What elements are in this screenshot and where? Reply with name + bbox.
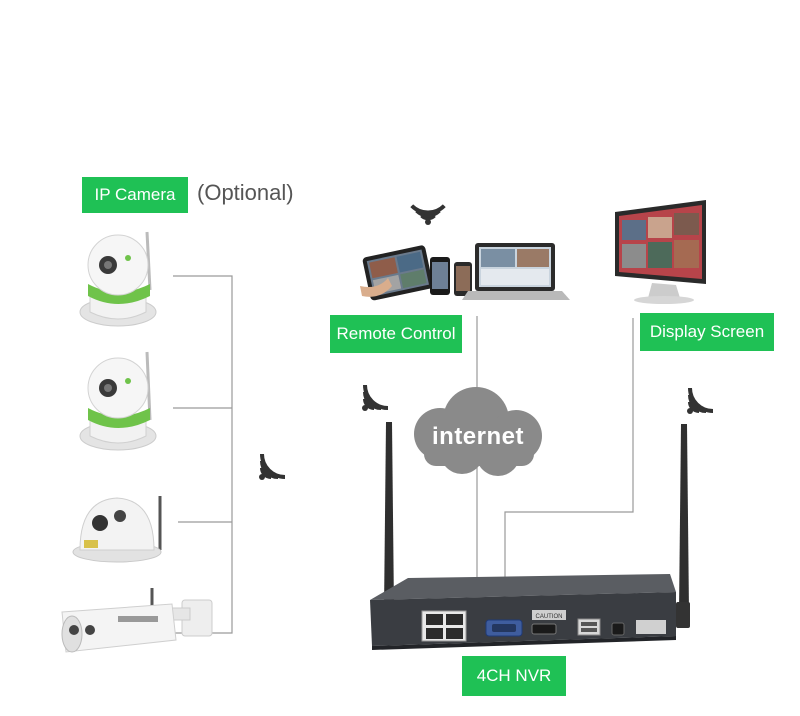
serial-sticker xyxy=(636,620,666,634)
caution-sticker xyxy=(532,610,566,620)
remote-control-label: Remote Control xyxy=(330,315,462,353)
line-camera-bus xyxy=(158,275,233,634)
nvr-label: 4CH NVR xyxy=(462,656,566,696)
bullet-camera xyxy=(61,588,213,653)
optional-note: (Optional) xyxy=(197,180,294,205)
ip-camera-label: IP Camera xyxy=(82,177,188,213)
antenna-icon xyxy=(676,424,690,628)
dome-camera xyxy=(72,496,162,563)
vga-port xyxy=(485,619,523,637)
pan-tilt-camera-2 xyxy=(79,351,157,451)
usb-ports xyxy=(577,618,601,636)
wifi-icon xyxy=(362,384,389,411)
internet-label: internet xyxy=(431,423,524,450)
hdmi-port xyxy=(531,623,557,635)
remote-devices xyxy=(360,243,570,301)
pan-tilt-camera-1 xyxy=(79,231,157,327)
power-jack xyxy=(611,622,625,636)
lan-ports xyxy=(421,610,467,642)
nvr-device: CAUTION xyxy=(370,422,690,650)
wifi-icon xyxy=(259,453,286,480)
cloud-icon xyxy=(414,387,542,476)
wifi-icon xyxy=(410,204,446,225)
display-screen-label: Display Screen xyxy=(640,313,774,351)
caution-text: CAUTION xyxy=(536,614,563,620)
wifi-icon xyxy=(687,387,714,414)
display-monitor xyxy=(615,200,706,304)
line-display-screen xyxy=(504,318,634,622)
